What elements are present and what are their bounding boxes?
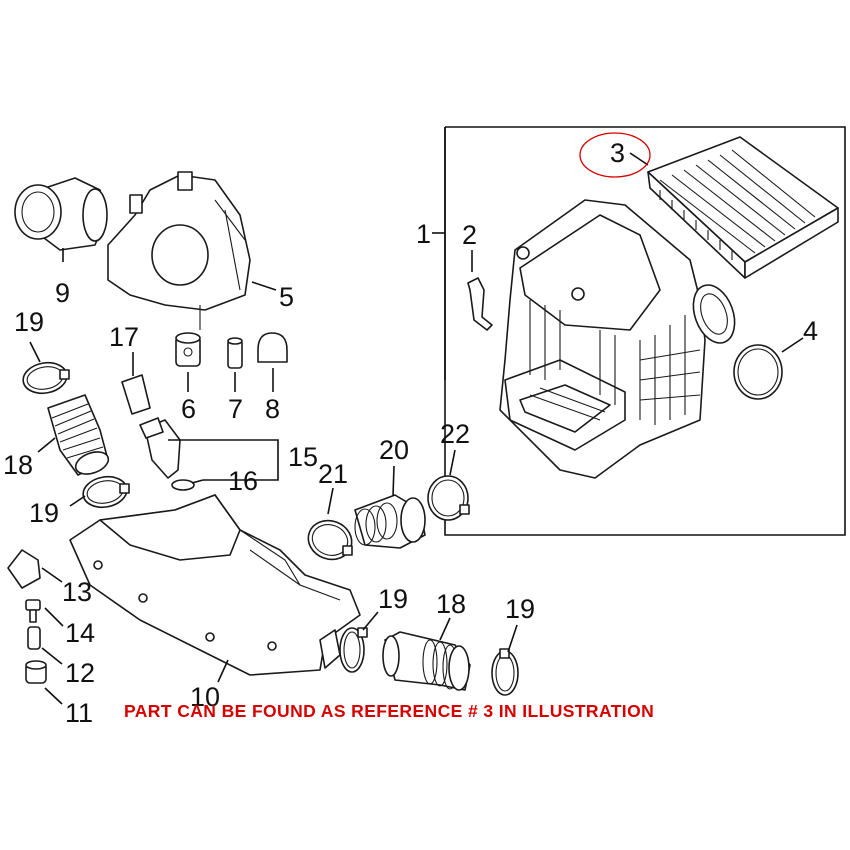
callout-18-upper: 18 [3, 450, 33, 480]
callout-13: 13 [62, 577, 92, 607]
hose-clamp-part-22 [427, 475, 470, 521]
callout-3: 3 [610, 138, 625, 168]
callout-19-upper: 19 [14, 307, 44, 337]
callout-17: 17 [109, 322, 139, 352]
callout-10: 10 [190, 682, 220, 712]
callout-1: 1 [416, 219, 431, 249]
sleeve-part-7 [227, 337, 243, 369]
highlight-circle [579, 132, 651, 178]
intake-hose-part-18-lower [382, 631, 471, 691]
mass-air-flow-tube-part-9 [14, 177, 108, 251]
o-ring-part-16 [171, 479, 195, 491]
callout-7: 7 [228, 394, 243, 424]
callout-20: 20 [379, 435, 409, 465]
air-cleaner-housing-part-1 [499, 199, 736, 479]
callout-14: 14 [65, 618, 95, 648]
intake-duct-part-10 [69, 494, 361, 676]
hose-clamp-part-19-lower-left [339, 627, 368, 673]
leader-lines [29, 152, 804, 705]
sensor-part-15 [139, 417, 181, 479]
seal-ring-part-4 [733, 344, 783, 400]
callout-11: 11 [65, 698, 93, 728]
callout-19-lower-right: 19 [505, 594, 535, 624]
bolt-part-14 [25, 599, 41, 623]
air-filter-part-3 [647, 136, 839, 279]
callout-8: 8 [265, 394, 280, 424]
hose-clamp-part-19-left [82, 475, 130, 509]
callout-18-lower: 18 [436, 589, 466, 619]
callout-19-left: 19 [29, 498, 59, 528]
retaining-clip-part-2 [467, 277, 493, 331]
grommet-part-6 [175, 332, 201, 367]
callout-9: 9 [55, 278, 70, 308]
callout-6: 6 [181, 394, 196, 424]
assembly-frame [444, 126, 846, 536]
clip-nut-part-13 [7, 549, 41, 589]
cap-part-8 [257, 332, 288, 363]
bushing-part-11 [25, 660, 47, 684]
intake-housing-part-5 [107, 171, 251, 330]
callout-labels: 1 2 3 4 5 6 7 8 9 10 11 12 13 14 15 16 1… [3, 138, 818, 728]
intake-hose-part-18-upper [47, 394, 110, 476]
callout-4: 4 [803, 316, 818, 346]
callout-15: 15 [288, 442, 318, 472]
callout-16: 16 [228, 466, 258, 496]
sleeve-part-12 [27, 626, 41, 650]
callout-2: 2 [462, 220, 477, 250]
callout-5: 5 [279, 282, 294, 312]
hose-clamp-part-21 [307, 519, 353, 561]
hose-clamp-part-19-lower-right [491, 648, 519, 696]
callout-21: 21 [318, 459, 348, 489]
hose-clamp-part-19-upper [22, 361, 70, 395]
sensor-cap-part-17 [121, 374, 151, 415]
intake-hose-part-20 [354, 494, 426, 549]
callout-19-lower-left: 19 [378, 584, 408, 614]
callout-12: 12 [65, 658, 95, 688]
reference-note: PART CAN BE FOUND AS REFERENCE # 3 IN IL… [124, 701, 654, 721]
callout-22: 22 [440, 419, 470, 449]
